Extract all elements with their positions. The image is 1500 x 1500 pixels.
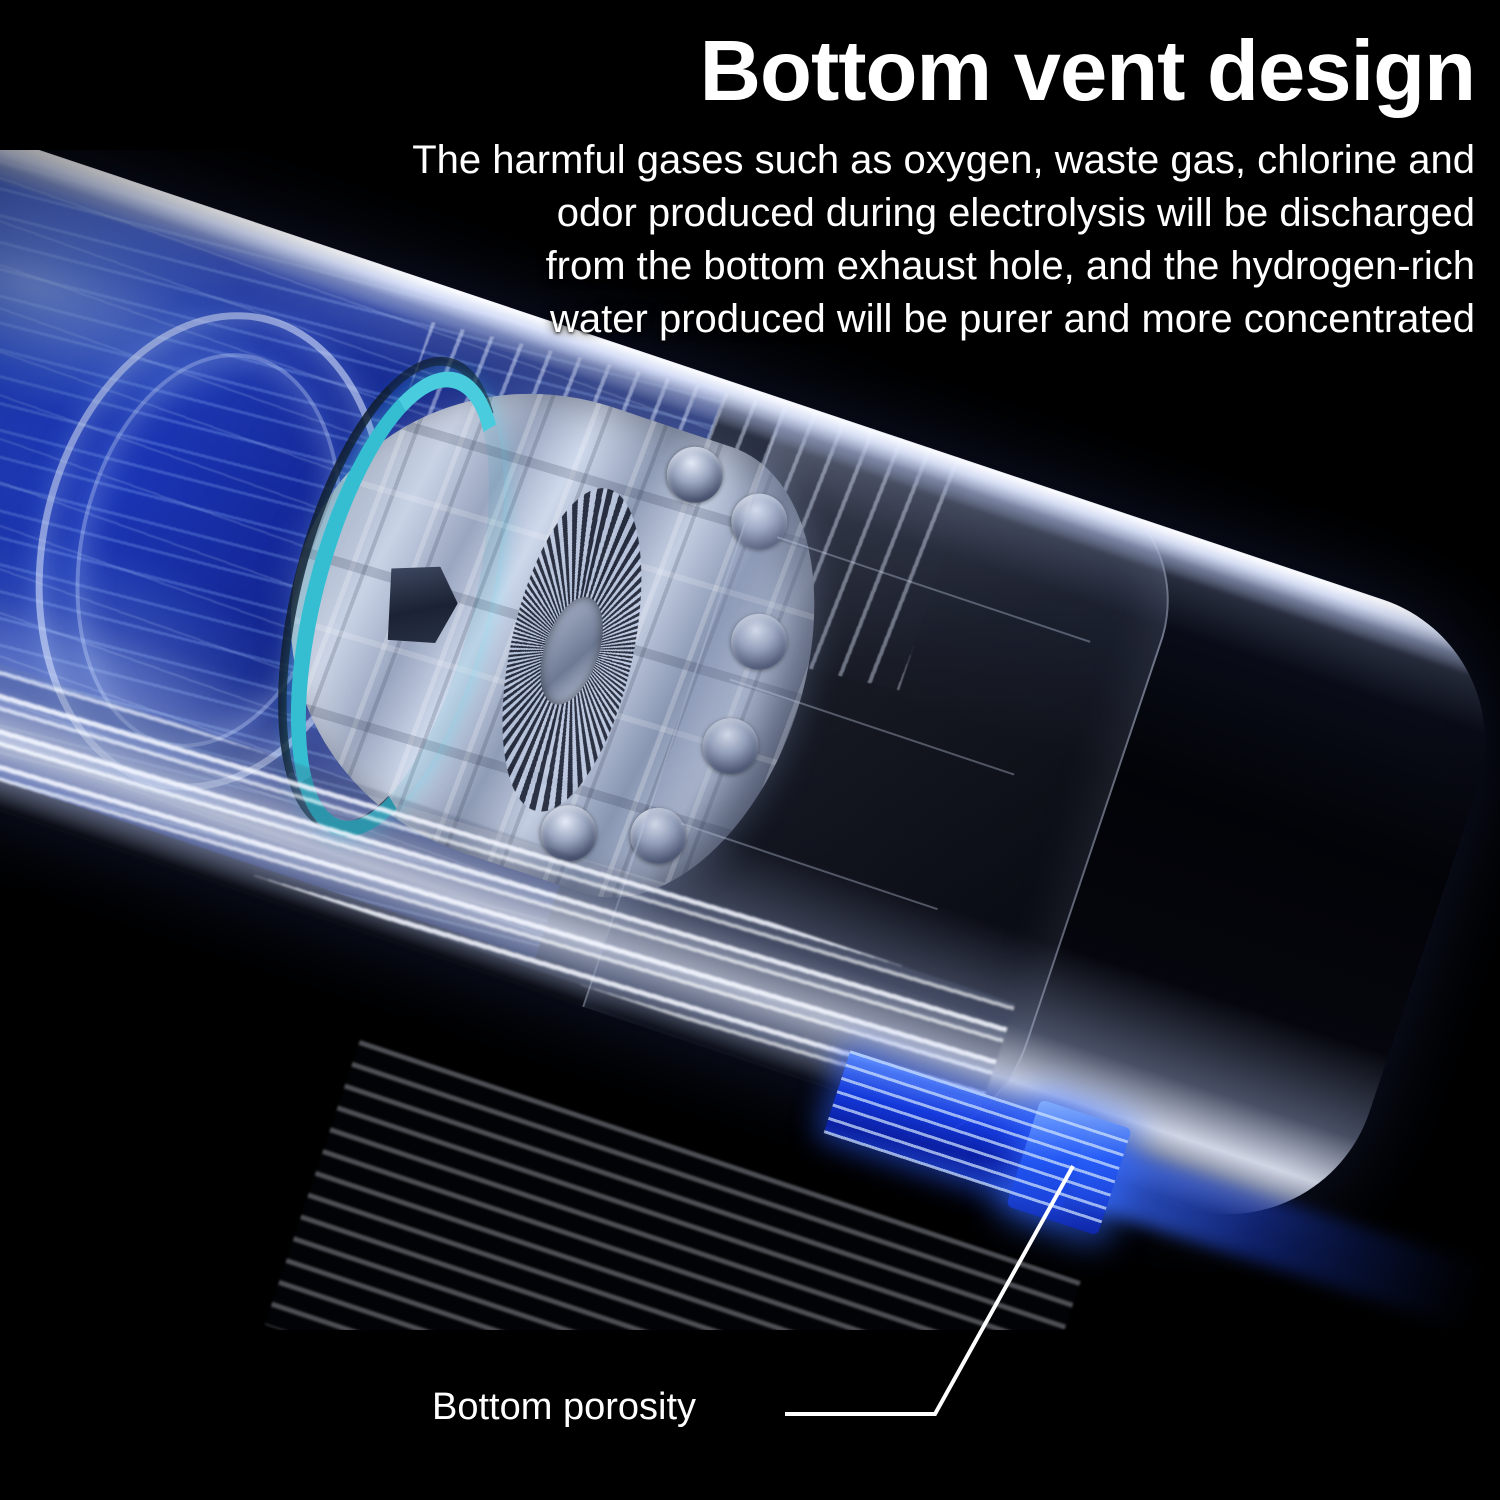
description-line-3: from the bottom exhaust hole, and the hy… [545, 243, 1475, 288]
callout-label: Bottom porosity [432, 1386, 696, 1428]
shell-seam [729, 678, 1015, 776]
description-line-1: The harmful gases such as oxygen, waste … [412, 137, 1475, 182]
text-overlay: Bottom vent design The harmful gases suc… [215, 24, 1476, 346]
description-line-4: water produced will be purer and more co… [550, 297, 1475, 342]
description-line-2: odor produced during electrolysis will b… [556, 190, 1475, 235]
shell-seam [776, 536, 1091, 643]
page-title: Bottom vent design [699, 24, 1476, 119]
shell-seam [681, 822, 938, 911]
